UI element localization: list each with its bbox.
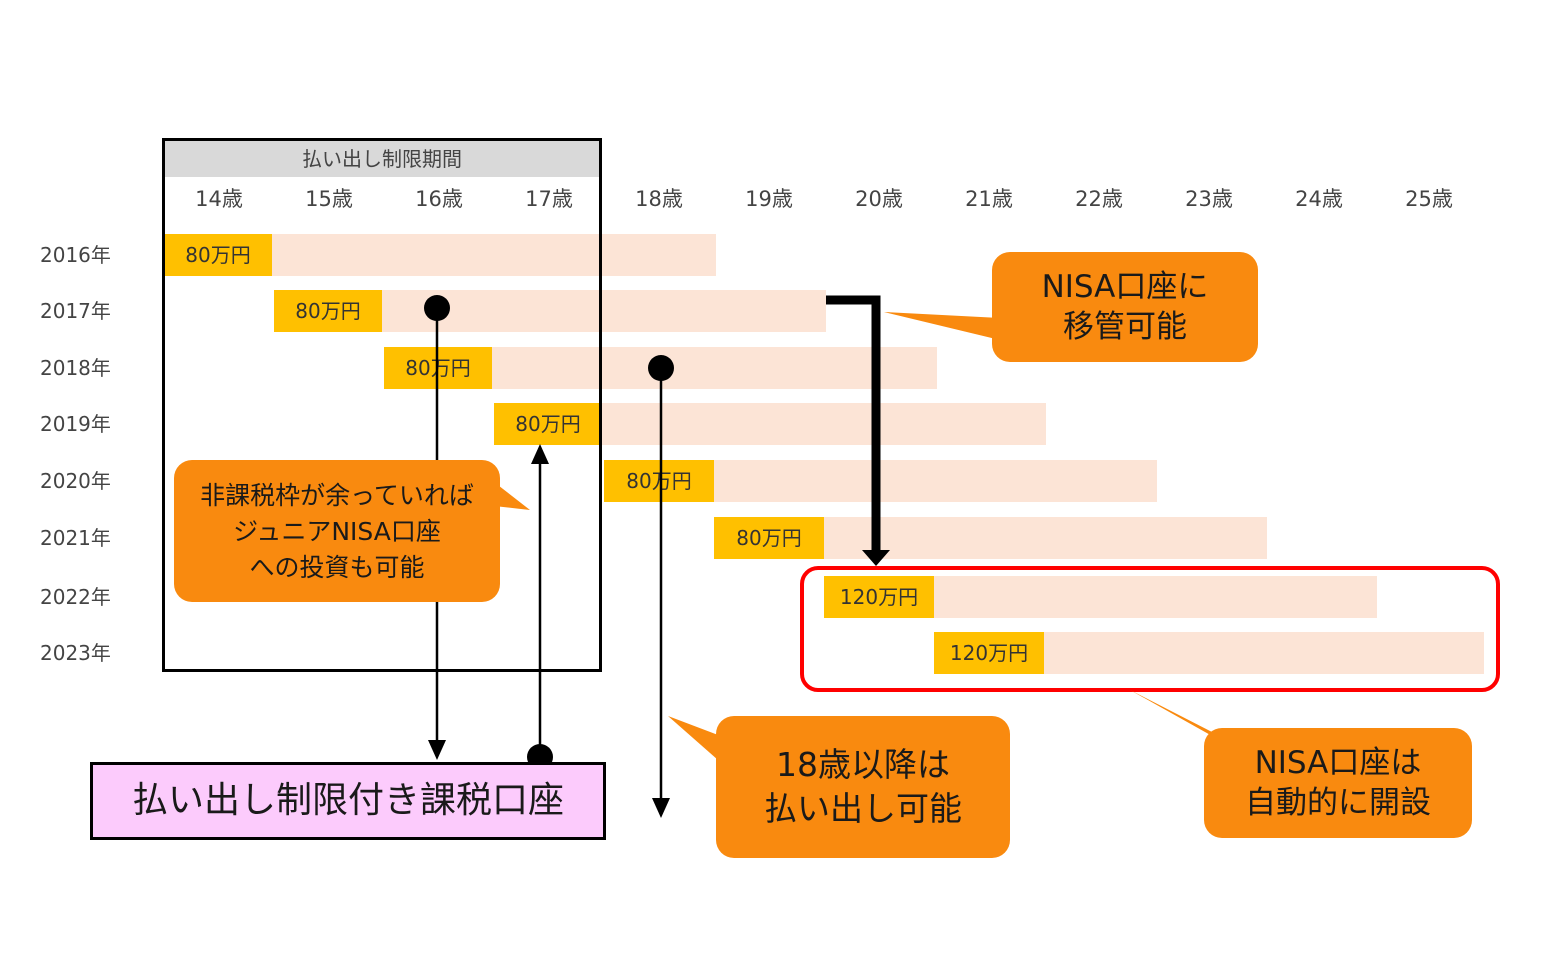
year-label: 2022年 xyxy=(40,585,111,609)
nisa-auto-open-frame xyxy=(800,566,1500,692)
age-label: 19歳 xyxy=(745,187,793,211)
callout-tax-free-room-text: 非課税枠が余っていれば ジュニアNISA口座 への投資も可能 xyxy=(200,481,474,582)
callout-auto-open: NISA口座は 自動的に開設 xyxy=(1204,728,1472,838)
amount-cell-2017: 80万円 xyxy=(274,290,382,332)
age-label: 20歳 xyxy=(855,187,903,211)
withdraw-to-account-arrowhead xyxy=(428,740,446,760)
callout-nisa-transfer: NISA口座に 移管可能 xyxy=(992,252,1258,362)
amount-cell-2021: 80万円 xyxy=(714,517,824,559)
dot-2018-18 xyxy=(648,355,674,381)
age-label: 21歳 xyxy=(965,187,1013,211)
callout-after-18: 18歳以降は 払い出し可能 xyxy=(716,716,1010,858)
transfer-arrowhead xyxy=(862,550,890,566)
age-label: 23歳 xyxy=(1185,187,1233,211)
restriction-period-header: 払い出し制限期間 xyxy=(165,141,599,177)
year-label: 2019年 xyxy=(40,412,111,436)
callout-tail-nisa-transfer xyxy=(884,312,1000,340)
dot-2017-16 xyxy=(424,295,450,321)
callout-after-18-text: 18歳以降は 払い出し可能 xyxy=(764,745,962,828)
age-label: 17歳 xyxy=(525,187,573,211)
age-label: 25歳 xyxy=(1405,187,1453,211)
callout-tail-tax-free-room xyxy=(494,482,530,510)
year-label: 2021年 xyxy=(40,526,111,550)
restricted-taxable-account-box: 払い出し制限付き課税口座 xyxy=(90,762,606,840)
year-label: 2023年 xyxy=(40,641,111,665)
year-label: 2018年 xyxy=(40,356,111,380)
age-label: 16歳 xyxy=(415,187,463,211)
account-to-2019-arrowhead xyxy=(531,444,549,464)
year-label: 2016年 xyxy=(40,243,111,267)
amount-cell-2023: 120万円 xyxy=(934,632,1044,674)
age-label: 15歳 xyxy=(305,187,353,211)
amount-cell-2019: 80万円 xyxy=(494,403,602,445)
age-label: 14歳 xyxy=(195,187,243,211)
age-label: 18歳 xyxy=(635,187,683,211)
age-label: 24歳 xyxy=(1295,187,1343,211)
year-label: 2017年 xyxy=(40,299,111,323)
callout-nisa-transfer-text: NISA口座に 移管可能 xyxy=(1041,269,1209,345)
amount-cell-2016: 80万円 xyxy=(164,234,272,276)
year-label: 2020年 xyxy=(40,469,111,493)
transfer-bracket xyxy=(826,295,881,552)
callout-tail-after-18 xyxy=(668,716,726,760)
restriction-period-box xyxy=(162,138,602,672)
amount-cell-2020: 80万円 xyxy=(604,460,714,502)
callout-auto-open-text: NISA口座は 自動的に開設 xyxy=(1245,745,1431,821)
callout-tail-auto-open xyxy=(1130,690,1230,746)
callout-tax-free-room: 非課税枠が余っていれば ジュニアNISA口座 への投資も可能 xyxy=(174,460,500,602)
after-18-arrowhead xyxy=(652,798,670,818)
age-label: 22歳 xyxy=(1075,187,1123,211)
amount-cell-2022: 120万円 xyxy=(824,576,934,618)
